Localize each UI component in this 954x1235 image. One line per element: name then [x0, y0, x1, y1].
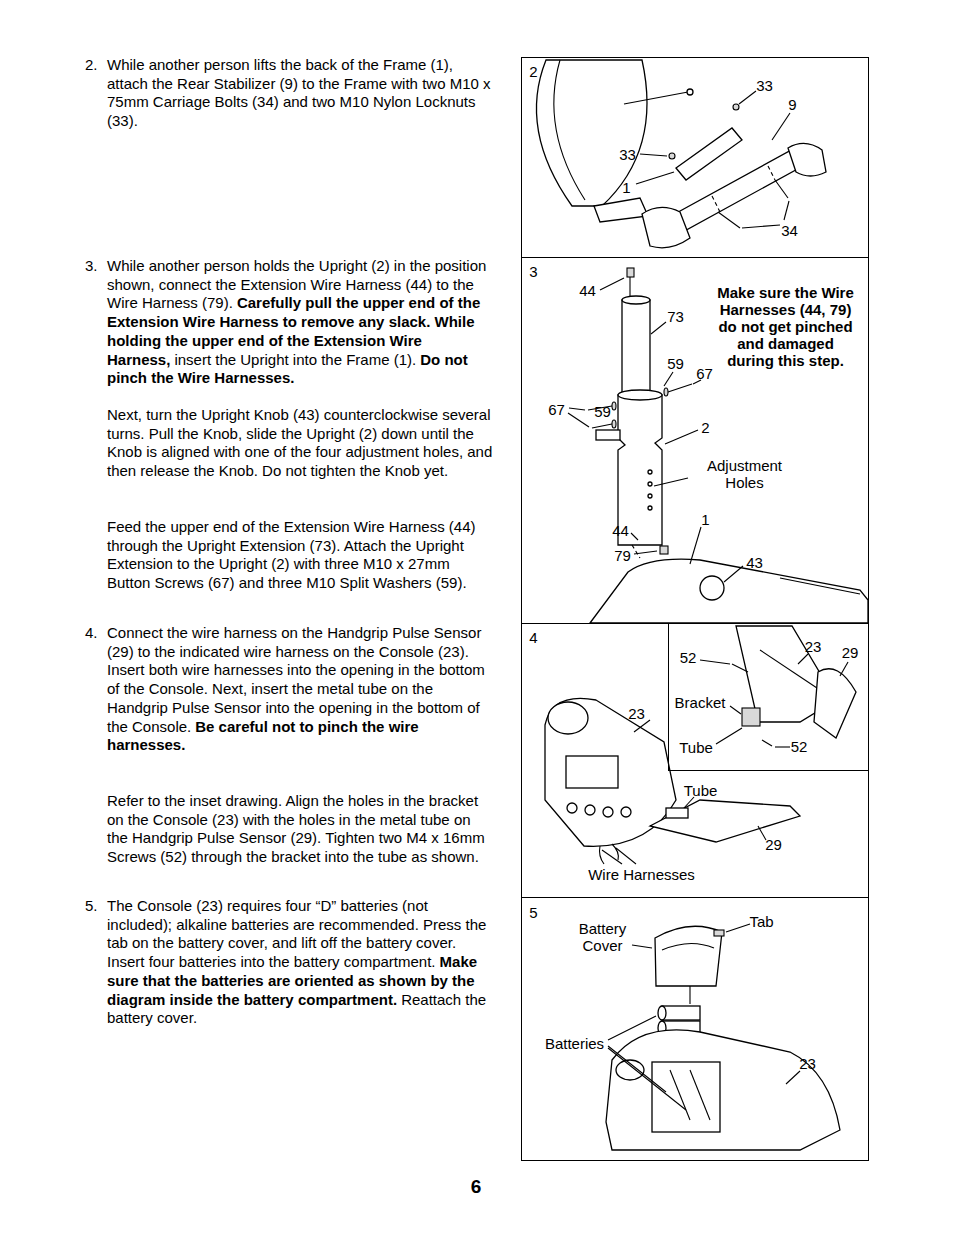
callout-label: 33 [756, 76, 773, 93]
instruction-text: Feed the upper end of the Extension Wire… [107, 518, 476, 591]
callout-label: 59 [667, 354, 684, 371]
instruction-text: insert the Upright into the Frame (1). [174, 351, 416, 368]
callout-label: 67 [548, 400, 565, 417]
step-number: 2 [529, 62, 537, 79]
callout-label: Wire Harnesses [588, 865, 695, 882]
callout-label: 1 [701, 510, 709, 527]
page-number: 6 [471, 1176, 482, 1198]
callout-label: Tab [749, 912, 773, 929]
callout-label: 52 [791, 738, 808, 755]
callout-label: 29 [842, 644, 859, 661]
callout-label: Battery Cover [563, 920, 643, 954]
instruction-paragraph: The Console (23) requires four “D” batte… [107, 897, 495, 1028]
instruction-text: Next, turn the Upright Knob (43) counter… [107, 406, 492, 479]
callout-label: 79 [614, 546, 631, 563]
step-number: 5 [529, 903, 537, 920]
step-panel: 2 33 9 33 1 34 [521, 57, 869, 258]
callout-label: 23 [628, 704, 645, 721]
step-number: 3. [85, 257, 98, 276]
instruction-paragraph: While another person holds the Upright (… [107, 257, 495, 388]
instruction-text: The Console (23) requires four “D” batte… [107, 897, 486, 970]
instruction-paragraph: Refer to the inset drawing. Align the ho… [107, 792, 495, 867]
callout-label: 34 [781, 221, 798, 238]
callout-label: 67 [696, 364, 713, 381]
step-number: 4. [85, 624, 98, 643]
callout-label: Adjustment Holes [690, 457, 800, 491]
step-4-drawing [545, 626, 856, 864]
instruction-paragraph: Connect the wire harness on the Handgrip… [107, 624, 495, 755]
callout-label: 43 [746, 553, 763, 570]
callout-label: Batteries [545, 1034, 604, 1051]
instruction-paragraph: Feed the upper end of the Extension Wire… [107, 518, 495, 593]
step-panel: 3 44 Make sure the Wire Harnesses (44, 79)… [521, 257, 869, 624]
callout-label: 9 [788, 95, 796, 112]
instruction-paragraph: Next, turn the Upright Knob (43) counter… [107, 406, 495, 481]
callout-label: 44 [579, 281, 596, 298]
callout-label: Tube [684, 781, 718, 798]
step-number: 2. [85, 56, 98, 75]
callout-label: 2 [701, 418, 709, 435]
step-panel: 5Tab Battery CoverBatteries 23 [521, 897, 869, 1161]
step-3-drawing [568, 268, 868, 623]
callout-label: 59 [594, 402, 611, 419]
instruction-text: While another person lifts the back of t… [107, 56, 491, 129]
instruction-paragraph: While another person lifts the back of t… [107, 56, 495, 131]
step-5-drawing [606, 924, 840, 1150]
step-number: 5. [85, 897, 98, 916]
callout-label: 44 [612, 521, 629, 538]
callout-label: 33 [619, 145, 636, 162]
callout-label: 23 [805, 638, 822, 655]
callout-label: Make sure the Wire Harnesses (44, 79) do… [716, 283, 856, 368]
step-panel: 522329BracketTube52423Tube29Wire Harness… [521, 623, 869, 898]
callout-label: 1 [622, 178, 630, 195]
step-number: 4 [529, 628, 537, 645]
step-2-drawing [536, 60, 826, 248]
callout-label: 29 [765, 835, 782, 852]
callout-label: 23 [799, 1054, 816, 1071]
callout-label: Bracket [675, 694, 726, 711]
callout-label: 73 [667, 307, 684, 324]
callout-label: Tube [679, 739, 713, 756]
step-number: 3 [529, 262, 537, 279]
instruction-text: Refer to the inset drawing. Align the ho… [107, 792, 485, 865]
callout-label: 52 [680, 649, 697, 666]
inset-panel: 52 23 29BracketTube 52 [668, 623, 869, 771]
